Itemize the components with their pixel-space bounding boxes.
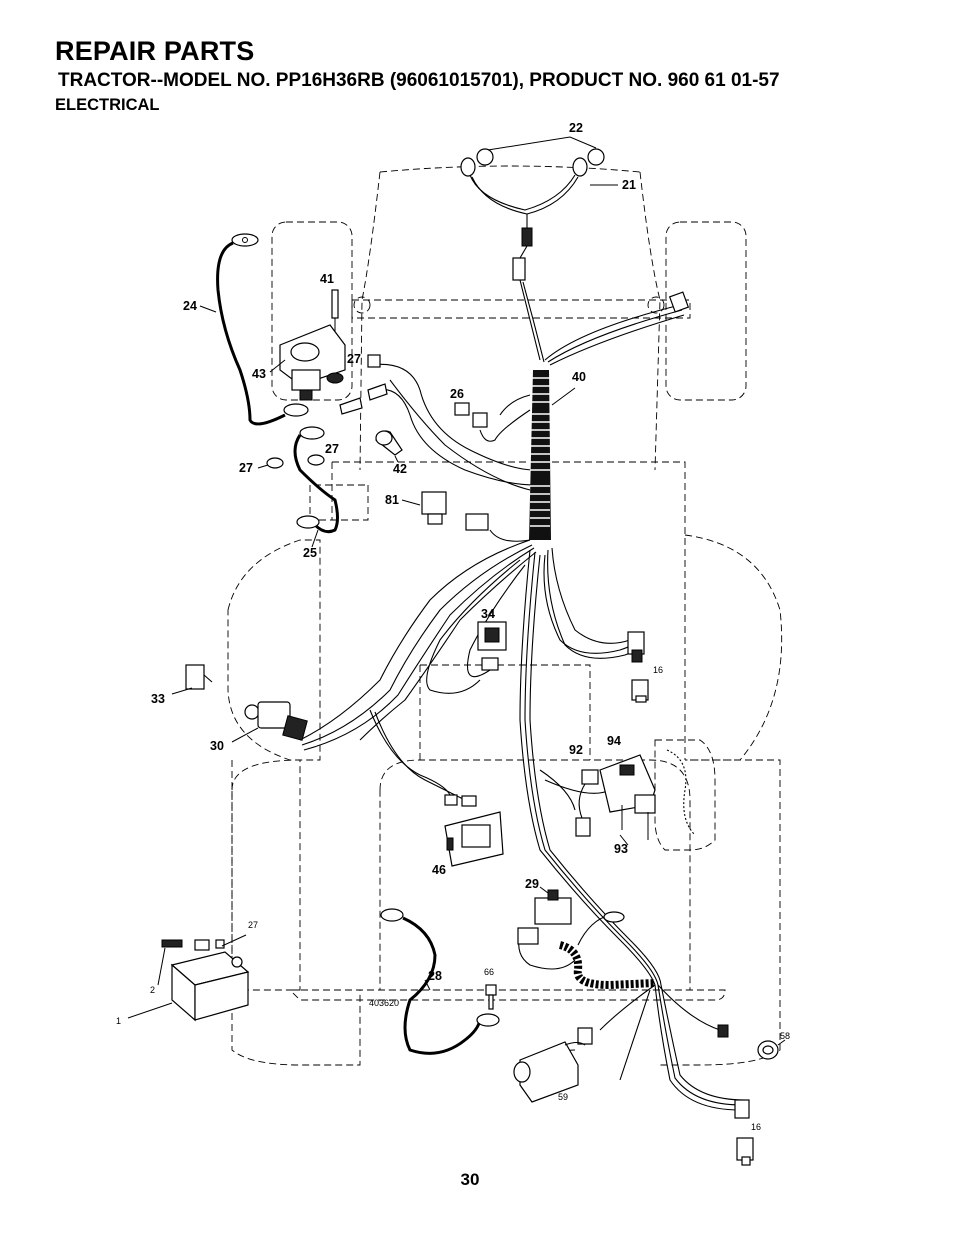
callout-40: 40 xyxy=(572,370,586,384)
module-59 xyxy=(513,1041,586,1103)
switch-34 xyxy=(477,621,507,671)
rectifier-33 xyxy=(171,664,213,695)
callout-27d: 27 xyxy=(248,920,258,930)
headlights xyxy=(460,136,618,281)
callout-26: 26 xyxy=(450,387,464,401)
diagram-reference: 403620 xyxy=(369,998,399,1008)
callout-93: 93 xyxy=(614,842,628,856)
callout-33: 33 xyxy=(151,692,165,706)
relay-81 xyxy=(401,491,489,531)
callout-92: 92 xyxy=(569,743,583,757)
starter-solenoid xyxy=(257,289,346,469)
ignition-switch-30 xyxy=(231,701,308,743)
callout-21: 21 xyxy=(622,178,636,192)
callout-59: 59 xyxy=(558,1092,568,1102)
battery xyxy=(127,934,250,1022)
callout-41: 41 xyxy=(320,272,334,286)
section-title: ELECTRICAL xyxy=(55,96,160,114)
callout-27c: 27 xyxy=(239,461,253,475)
connector-16-lower xyxy=(734,1099,754,1166)
wire-harness xyxy=(299,279,746,1111)
battery-cable-24 xyxy=(199,233,309,426)
callout-16a: 16 xyxy=(653,665,663,675)
callout-81: 81 xyxy=(385,493,399,507)
callout-94: 94 xyxy=(607,734,621,748)
callout-27b: 27 xyxy=(325,442,339,456)
connector-16-upper xyxy=(631,679,649,703)
cable-28 xyxy=(380,908,500,1055)
callout-2: 2 xyxy=(150,985,155,995)
callout-30: 30 xyxy=(210,739,224,753)
tractor-outline xyxy=(227,165,783,1066)
hour-meter-46 xyxy=(444,794,504,867)
coil-harness xyxy=(558,911,656,990)
callout-25: 25 xyxy=(303,546,317,560)
callout-16b: 16 xyxy=(751,1122,761,1132)
ground-cable-25 xyxy=(293,426,339,548)
callout-22: 22 xyxy=(569,121,583,135)
pto-switch-29 xyxy=(517,886,576,970)
callout-28: 28 xyxy=(428,969,442,983)
callout-46: 46 xyxy=(432,863,446,877)
grommet-58 xyxy=(757,1039,786,1060)
coiled-loom xyxy=(529,370,576,540)
seat-switch-assembly xyxy=(575,754,656,846)
callout-43: 43 xyxy=(252,367,266,381)
callout-34: 34 xyxy=(481,607,495,621)
callout-42: 42 xyxy=(393,462,407,476)
callout-27a: 27 xyxy=(347,352,361,366)
page-number: 30 xyxy=(460,1170,480,1189)
callout-1: 1 xyxy=(116,1016,121,1026)
callout-24: 24 xyxy=(183,299,197,313)
callout-58: 58 xyxy=(780,1031,790,1041)
bolt-66 xyxy=(485,984,497,1010)
model-subtitle: TRACTOR--MODEL NO. PP16H36RB (9606101570… xyxy=(58,70,780,91)
callout-labels: 22 21 41 24 43 27 40 26 27 27 42 81 25 3… xyxy=(116,121,790,1132)
page-title: REPAIR PARTS xyxy=(55,36,255,66)
callout-66: 66 xyxy=(484,967,494,977)
harness-connectors xyxy=(339,354,488,463)
callout-29: 29 xyxy=(525,877,539,891)
